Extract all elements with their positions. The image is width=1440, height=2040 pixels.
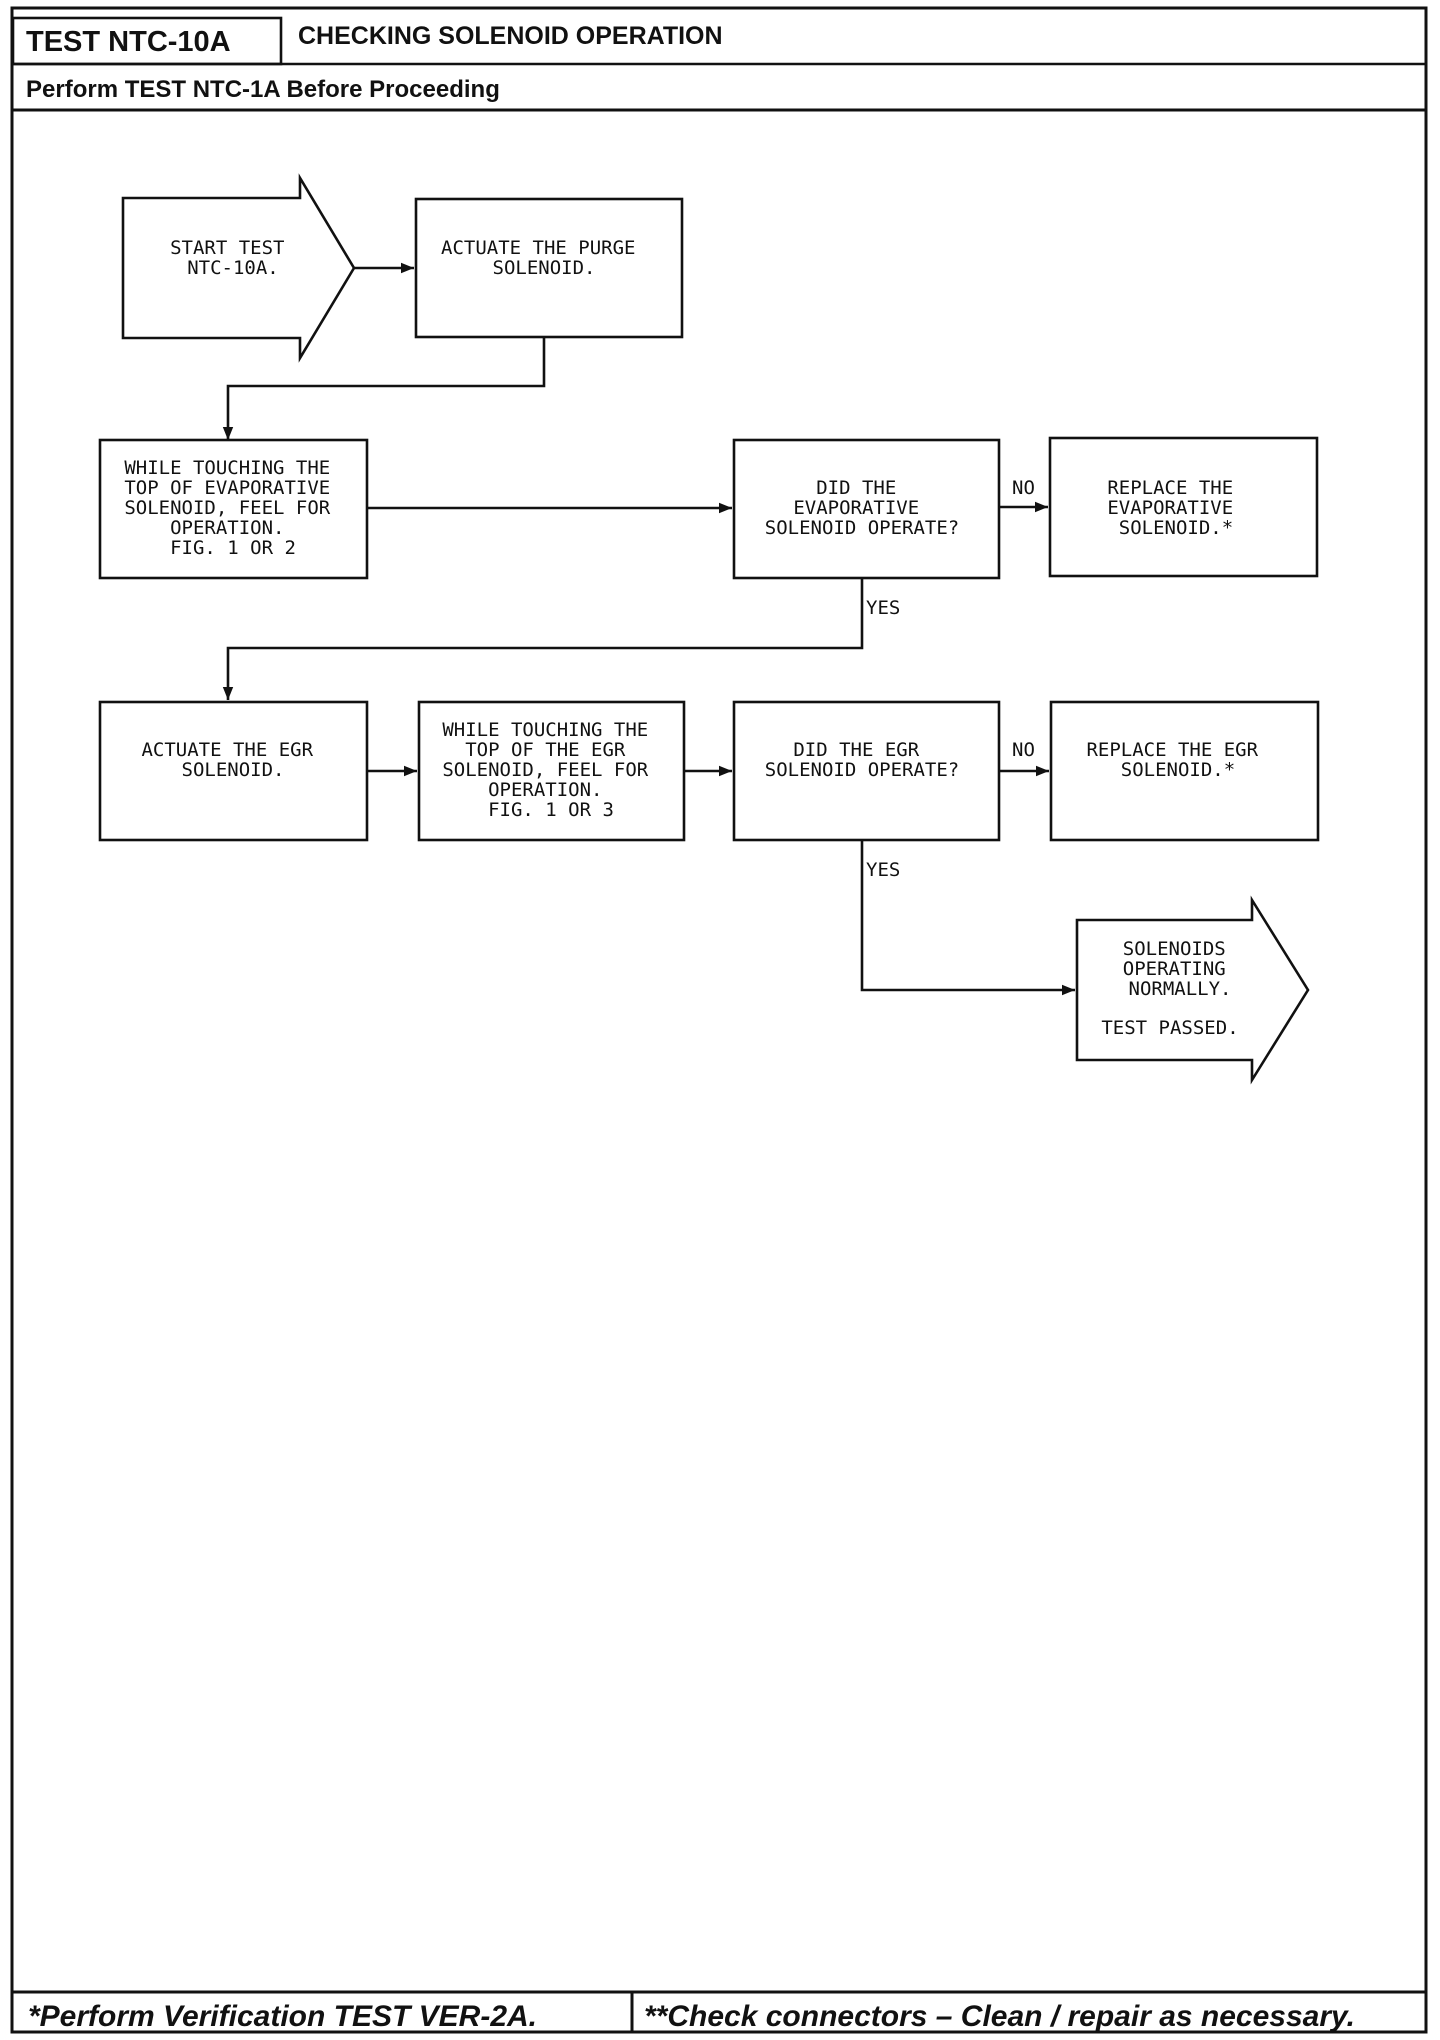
connector-evap-yes — [222, 578, 864, 700]
replace-evap-text: REPLACE THE EVAPORATIVE SOLENOID.* — [1107, 477, 1244, 539]
replace-evap-box: REPLACE THE EVAPORATIVE SOLENOID.* — [1048, 436, 1319, 578]
actuate-egr-text: ACTUATE THE EGR SOLENOID. — [141, 739, 324, 781]
header: TEST NTC-10A CHECKING SOLENOID OPERATION… — [11, 16, 1426, 112]
footer: *Perform Verification TEST VER-2A. **Che… — [12, 1990, 1426, 2033]
start-node: START TEST NTC-10A. — [121, 173, 356, 363]
actuate-egr-box: ACTUATE THE EGR SOLENOID. — [98, 700, 369, 842]
touch-evap-box: WHILE TOUCHING THE TOP OF EVAPORATIVE SO… — [98, 438, 369, 580]
touch-egr-box: WHILE TOUCHING THE TOP OF THE EGR SOLENO… — [417, 700, 686, 842]
evap-no-label: NO — [1012, 477, 1035, 499]
touch-egr-text: WHILE TOUCHING THE TOP OF THE EGR SOLENO… — [442, 719, 659, 821]
test-passed-text: TEST PASSED. — [1101, 1017, 1238, 1039]
test-id: TEST NTC-10A — [26, 26, 231, 58]
end-text: SOLENOIDS OPERATING NORMALLY. — [1123, 938, 1237, 1000]
evap-question-text: DID THE EVAPORATIVE SOLENOID OPERATE? — [765, 477, 959, 539]
touch-evap-text: WHILE TOUCHING THE TOP OF EVAPORATIVE SO… — [124, 457, 341, 559]
actuate-purge-text: ACTUATE THE PURGE SOLENOID. — [441, 237, 647, 279]
replace-egr-box: REPLACE THE EGR SOLENOID.* — [1049, 700, 1320, 842]
evap-question-box: DID THE EVAPORATIVE SOLENOID OPERATE? — [732, 438, 1001, 580]
replace-egr-text: REPLACE THE EGR SOLENOID.* — [1086, 739, 1269, 781]
page-frame — [10, 6, 1428, 2034]
connector-egr-yes — [860, 840, 1075, 996]
end-node: SOLENOIDS OPERATING NORMALLY. TEST PASSE… — [1075, 895, 1310, 1085]
footer-note-right: **Check connectors – Clean / repair as n… — [644, 2000, 1355, 2033]
egr-question-box: DID THE EGR SOLENOID OPERATE? — [732, 700, 1001, 842]
footer-note-left: *Perform Verification TEST VER-2A. — [28, 2000, 537, 2033]
egr-question-text: DID THE EGR SOLENOID OPERATE? — [765, 739, 959, 781]
actuate-purge-box: ACTUATE THE PURGE SOLENOID. — [414, 197, 684, 339]
evap-yes-label: YES — [866, 597, 900, 619]
egr-yes-label: YES — [866, 859, 900, 881]
egr-no-label: NO — [1012, 739, 1035, 761]
page-title: CHECKING SOLENOID OPERATION — [298, 22, 723, 50]
connector-purge-to-touch-evap — [222, 337, 546, 440]
connectors — [222, 262, 1075, 996]
start-text: START TEST NTC-10A. — [170, 237, 296, 279]
prerequisite-note: Perform TEST NTC-1A Before Proceeding — [26, 76, 500, 103]
